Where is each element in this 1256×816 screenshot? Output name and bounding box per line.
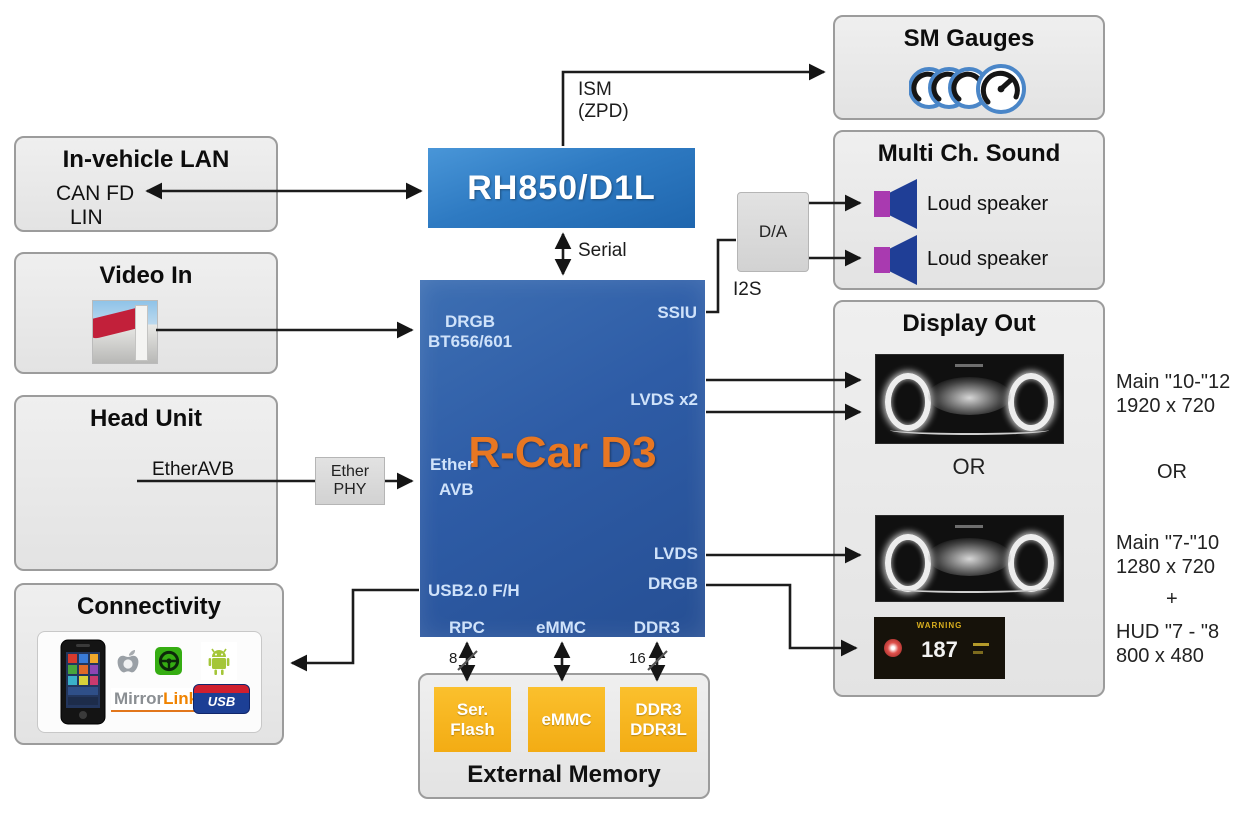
mirrorlink-logo: MirrorLink — [111, 688, 202, 712]
cluster-display-small — [875, 515, 1064, 602]
cluster-bottom-line — [890, 583, 1049, 593]
display-out-panel: Display Out OR WARNING 187 — [833, 300, 1105, 697]
hud-warning-badge — [884, 639, 902, 657]
cluster-right-gauge — [1008, 373, 1054, 431]
video-in-panel: Video In — [14, 252, 278, 374]
serial-flash-chip: Ser. Flash — [434, 687, 511, 752]
emmc-label: eMMC — [541, 709, 592, 729]
cluster-top-readout — [954, 525, 983, 528]
wire-ssiu-da — [706, 238, 736, 314]
hud-speed-value: 187 — [921, 637, 958, 662]
usb-logo: USB — [193, 684, 250, 714]
annotation-or: OR — [1157, 461, 1187, 483]
hud-display: WARNING 187 — [874, 617, 1005, 679]
port-usb20-fh: USB2.0 F/H — [428, 581, 520, 600]
head-unit-title: Head Unit — [89, 405, 202, 432]
cluster-top-readout — [954, 364, 983, 367]
in-vehicle-lan-title: In-vehicle LAN — [62, 146, 230, 173]
port-ddr3: DDR3 — [633, 618, 680, 637]
port-lvds: LVDS — [653, 544, 698, 563]
loud-speaker-label-1: Loud speaker — [927, 193, 1049, 215]
hud-tick — [973, 651, 983, 654]
port-rpc: RPC — [449, 618, 485, 637]
usb-logo-red-band — [194, 685, 249, 693]
steering-wheel-icon — [155, 647, 182, 675]
port-avb: AVB — [439, 480, 474, 499]
external-memory-title: External Memory — [467, 761, 661, 788]
zpd-label: (ZPD) — [578, 101, 629, 122]
external-memory-panel: Ser. Flash eMMC DDR3 DDR3L External Memo… — [418, 673, 710, 799]
rcar-d3-label: R-Car D3 — [468, 428, 657, 477]
etheravb-label: EtherAVB — [152, 459, 235, 480]
cluster-display-large — [875, 354, 1064, 444]
cluster-bottom-line — [890, 425, 1049, 435]
da-converter-box: D/A — [737, 192, 809, 272]
serial-flash-label: Ser. Flash — [450, 699, 495, 739]
port-drgb-out: DRGB — [647, 574, 698, 593]
head-unit-panel: Head Unit EtherAVB — [14, 395, 278, 571]
cluster-car-image — [928, 538, 1011, 576]
loud-speaker-label-2: Loud speaker — [927, 248, 1049, 270]
da-label: D/A — [758, 222, 788, 241]
annotation-800x480: 800 x 480 — [1116, 645, 1204, 667]
rh850-d1l-label: RH850/D1L — [467, 168, 656, 207]
bus-slash-16 — [647, 650, 668, 671]
mirrorlink-logo-mirror: Mirror — [114, 689, 164, 708]
annotation-plus: + — [1166, 588, 1178, 610]
connectivity-panel: Connectivity — [14, 583, 284, 745]
in-vehicle-lan-panel: In-vehicle LAN CAN FD LIN — [14, 136, 278, 232]
usb-logo-text: USB — [207, 694, 236, 709]
annotation-main-7-10: Main "7-"10 — [1116, 532, 1220, 554]
annotation-1280x720: 1280 x 720 — [1116, 556, 1215, 578]
apple-carplay-icon — [117, 650, 139, 673]
emmc-chip: eMMC — [528, 687, 605, 752]
bus-width-8-label: 8 — [449, 650, 458, 667]
rh850-d1l-block: RH850/D1L — [428, 148, 695, 228]
display-out-title: Display Out — [902, 310, 1036, 337]
annotation-hud-7-8: HUD "7 - "8 — [1116, 621, 1220, 643]
video-in-title: Video In — [99, 262, 193, 289]
gauges-icon — [909, 64, 1026, 114]
lin-label: LIN — [70, 206, 103, 229]
hud-warning-text: WARNING — [916, 621, 963, 630]
bus-width-16-label: 16 — [629, 650, 646, 667]
can-fd-label: CAN FD — [56, 182, 135, 205]
rcar-d3-block: R-Car D3 DRGB BT656/601 SSIU LVDS x2 Eth… — [420, 280, 705, 637]
port-drgb-in: DRGB — [445, 312, 496, 331]
annotation-1920x720: 1920 x 720 — [1116, 395, 1215, 417]
wire-usb-connectivity — [290, 588, 419, 672]
smartphone-icon — [60, 639, 106, 725]
cluster-car-image — [928, 377, 1011, 415]
port-ether: Ether — [430, 455, 474, 474]
sm-gauges-panel: SM Gauges — [833, 15, 1105, 120]
ether-phy-box: Ether PHY — [315, 457, 385, 505]
cluster-left-gauge — [885, 373, 931, 431]
multi-ch-sound-title: Multi Ch. Sound — [877, 140, 1061, 167]
mirrorlink-logo-link: Link — [163, 689, 199, 708]
ether-phy-label: Ether PHY — [330, 463, 370, 498]
video-in-thumbnail — [92, 300, 158, 364]
annotation-main-10-12: Main "10-"12 — [1116, 371, 1231, 393]
port-bt656-601: BT656/601 — [428, 332, 513, 351]
connectivity-icons-card: MirrorLink USB — [37, 631, 262, 733]
loudspeaker-icon — [874, 179, 917, 229]
ddr3-chip: DDR3 DDR3L — [620, 687, 697, 752]
ism-label: ISM — [578, 79, 612, 100]
port-lvds-x2: LVDS x2 — [630, 390, 698, 409]
display-or-label: OR — [952, 454, 986, 479]
bus-slash-8 — [457, 650, 478, 671]
ddr3-label: DDR3 DDR3L — [630, 699, 687, 739]
android-icon — [201, 642, 237, 680]
port-ssiu: SSIU — [657, 303, 697, 322]
loudspeaker-icon — [874, 235, 917, 285]
i2s-label: I2S — [733, 279, 762, 300]
multi-ch-sound-panel: Multi Ch. Sound Loud speaker Loud speake… — [833, 130, 1105, 290]
port-emmc: eMMC — [536, 618, 587, 637]
hud-tick — [973, 643, 989, 646]
serial-label: Serial — [578, 240, 627, 261]
connectivity-title: Connectivity — [76, 593, 222, 620]
sm-gauges-title: SM Gauges — [903, 25, 1035, 52]
